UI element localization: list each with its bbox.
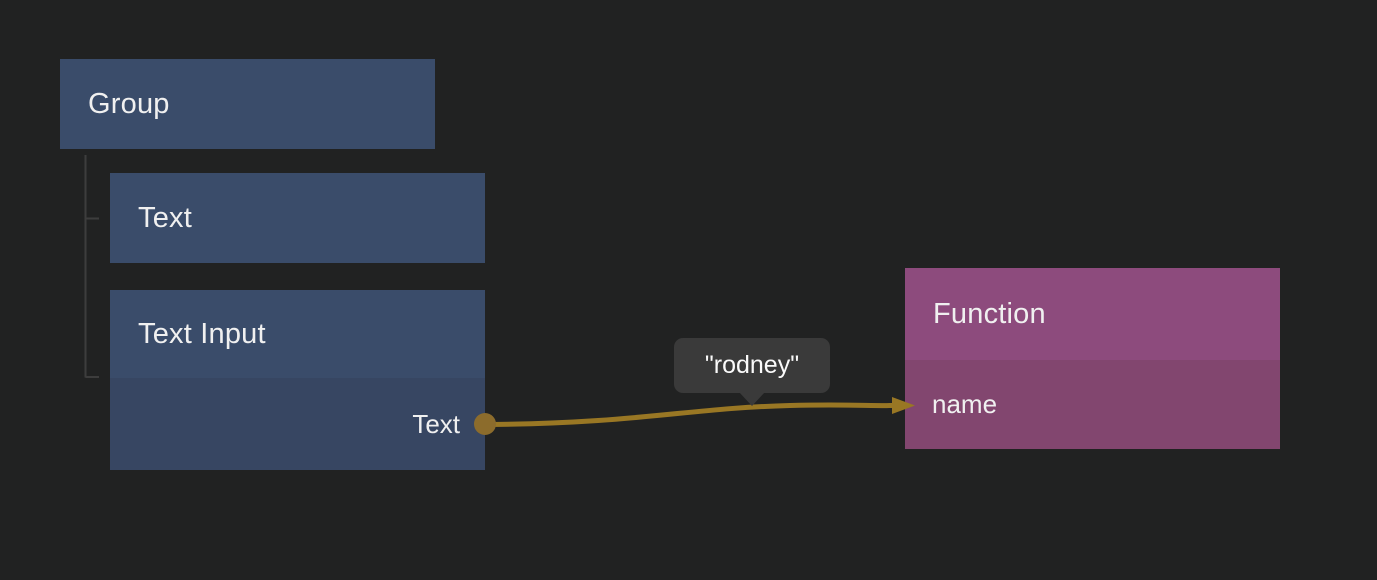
node-text-title: Text	[110, 173, 485, 263]
node-group[interactable]: Group	[60, 59, 435, 149]
output-port-text[interactable]: Text	[110, 409, 485, 440]
node-group-title: Group	[60, 59, 435, 149]
node-text-input[interactable]: Text Input Text	[110, 290, 485, 470]
output-port-dot[interactable]	[474, 413, 496, 435]
node-text-input-ports: Text	[110, 378, 485, 470]
node-function-title: Function	[905, 268, 1280, 360]
node-function-ports: name	[905, 360, 1280, 449]
node-text-input-title: Text Input	[110, 290, 485, 378]
input-port-name[interactable]: name	[905, 389, 1280, 420]
wire-value-tooltip: "rodney"	[674, 338, 830, 406]
input-port-name-label: name	[932, 389, 998, 419]
connection-wire[interactable]	[488, 402, 897, 427]
output-port-text-label: Text	[412, 408, 460, 439]
node-text[interactable]: Text	[110, 173, 485, 263]
tooltip-caret-icon	[739, 392, 765, 406]
tree-branch-lines	[84, 155, 99, 378]
connection-arrowhead-icon	[892, 397, 915, 414]
wire-value-text: "rodney"	[704, 351, 800, 379]
node-function[interactable]: Function name	[905, 268, 1280, 449]
